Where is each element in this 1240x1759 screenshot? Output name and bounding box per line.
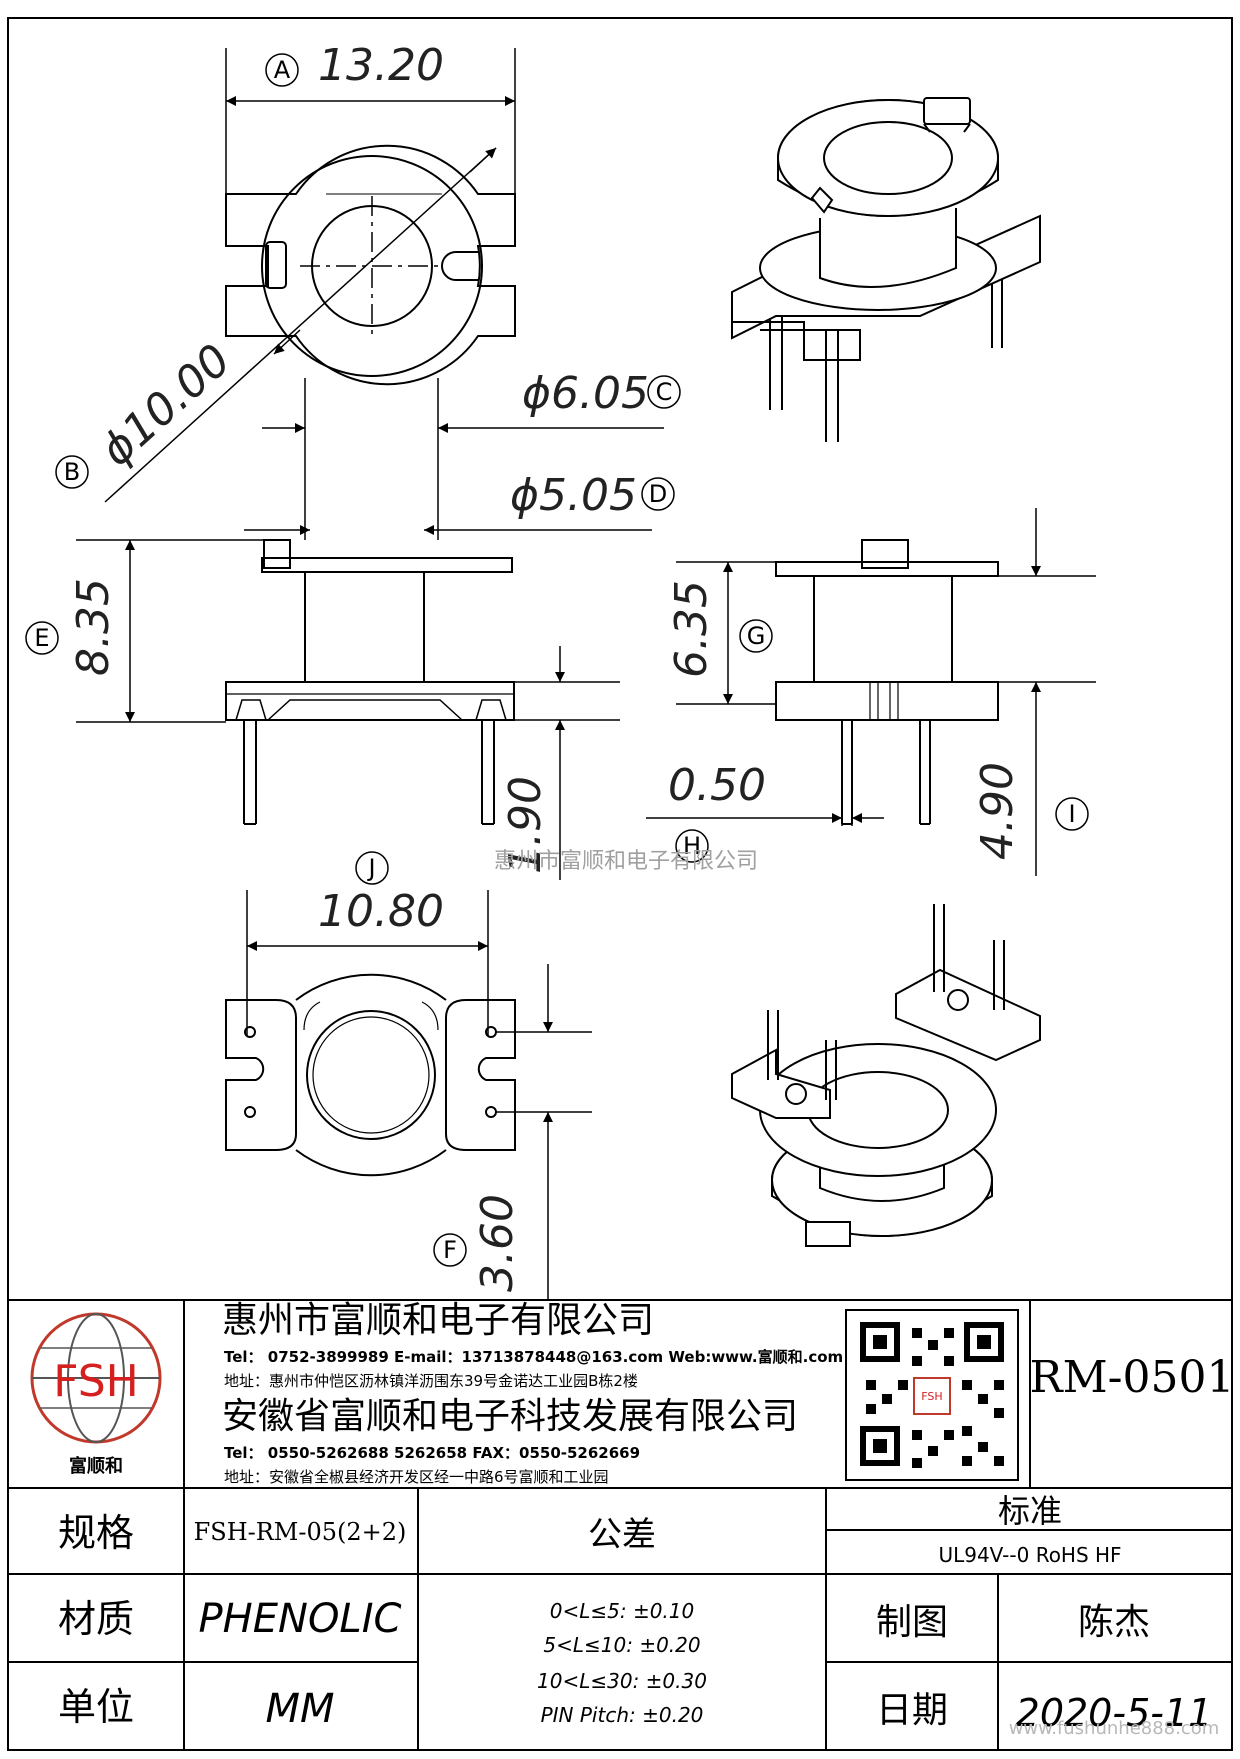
isometric-view-bottom (731, 904, 1041, 1247)
company-logo: FSH 富顺和 (30, 1312, 162, 1477)
standard-value: UL94V--0 RoHS HF (938, 1543, 1121, 1567)
dim-G (676, 561, 776, 705)
material-label: 材质 (58, 1597, 134, 1641)
dim-A-letter: A (274, 56, 291, 84)
bottom-view (225, 973, 516, 1177)
dim-H (646, 730, 884, 826)
tolerance-line-4: PIN Pitch: ±0.20 (541, 1703, 704, 1727)
dim-E (76, 539, 264, 723)
watermark: 惠州市富顺和电子有限公司 (494, 849, 758, 874)
dim-I (908, 508, 1096, 876)
company1-name: 惠州市富顺和电子有限公司 (222, 1300, 654, 1341)
dim-B-value: ϕ10.00 (91, 335, 240, 477)
unit-value: MM (265, 1686, 334, 1732)
dim-B-balloon (55, 455, 89, 489)
dim-C (262, 378, 664, 540)
dim-J-letter: J (366, 854, 375, 882)
dim-D-letter: D (649, 480, 667, 508)
dim-G-letter: G (747, 622, 766, 650)
dim-F-letter: F (443, 1236, 457, 1264)
dim-B (104, 147, 497, 503)
dim-F-balloon (433, 1233, 467, 1267)
dim-E-balloon (25, 621, 59, 655)
dim-E-value: 8.35 (68, 578, 119, 676)
footer-mark: www.fushunhe888.com (1009, 1718, 1220, 1739)
dim-J-balloon (355, 851, 389, 885)
standard-label: 标准 (998, 1492, 1062, 1530)
dim-B-letter: B (64, 458, 80, 486)
date-value: 2020-5-11 (1016, 1691, 1213, 1735)
sheet-border (7, 17, 1233, 1751)
dim-D-value: ϕ5.05 (510, 470, 637, 521)
material-value: PHENOLIC (199, 1596, 402, 1642)
company2-name: 安徽省富顺和电子科技发展有限公司 (222, 1396, 798, 1437)
dim-H-letter: H (683, 832, 701, 860)
tolerance-line-3: 10<L≤30: ±0.30 (537, 1669, 707, 1693)
dim-I-letter: I (1068, 800, 1075, 828)
dim-C-balloon (647, 375, 681, 409)
dim-J (246, 890, 489, 1036)
tolerance-label: 公差 (588, 1515, 656, 1555)
dim-A (225, 48, 516, 194)
date-label: 日期 (876, 1690, 948, 1731)
dim-K (514, 646, 620, 880)
dim-I-value: 4.90 (972, 762, 1023, 860)
company2-contact: Tel： 0550-5262688 5262658 FAX：0550-52626… (224, 1444, 640, 1462)
unit-label: 单位 (58, 1685, 134, 1729)
drawn-label: 制图 (876, 1602, 948, 1643)
dim-H-balloon (675, 829, 709, 863)
isometric-view-top (731, 97, 1041, 442)
dim-G-balloon (739, 619, 773, 653)
dim-H-value: 0.50 (668, 760, 766, 811)
dim-A-value: 13.20 (318, 40, 444, 91)
tolerance-line-2: 5<L≤10: ±0.20 (543, 1633, 700, 1657)
company1-address: 地址：惠州市仲恺区沥林镇洋沥围东39号金诺达工业园B栋2楼 (224, 1372, 638, 1390)
dim-K-value: 1.90 (500, 776, 551, 874)
dim-D-balloon (641, 477, 675, 511)
front-view (225, 539, 515, 825)
qr-code: FSH (845, 1309, 1019, 1481)
dim-F (496, 964, 592, 1300)
spec-value: FSH-RM-05(2+2) (194, 1518, 407, 1546)
part-number: RM-0501 (1029, 1352, 1234, 1403)
company2-address: 地址：安徽省全椒县经济开发区经一中路6号富顺和工业园 (224, 1468, 609, 1486)
dim-J-value: 10.80 (318, 886, 444, 937)
dim-I-balloon (1055, 797, 1089, 831)
qr-label: FSH (921, 1390, 942, 1403)
top-view (225, 144, 516, 386)
dim-A-balloon (265, 53, 299, 87)
dim-C-value: ϕ6.05 (522, 368, 649, 419)
side-view (775, 539, 999, 825)
tolerance-line-1: 0<L≤5: ±0.10 (550, 1599, 695, 1623)
logo-caption: 富顺和 (69, 1455, 123, 1477)
dim-E-letter: E (34, 624, 49, 652)
drawn-value: 陈杰 (1078, 1602, 1150, 1643)
dim-F-value: 3.60 (472, 1194, 523, 1292)
logo-letters: FSH (53, 1356, 139, 1407)
title-block-frame (8, 1299, 1232, 1750)
company1-contact: Tel： 0752-3899989 E-mail：13713878448@163… (224, 1348, 843, 1366)
dim-C-letter: C (656, 378, 673, 406)
spec-label: 规格 (58, 1511, 134, 1555)
dim-G-value: 6.35 (666, 580, 717, 678)
